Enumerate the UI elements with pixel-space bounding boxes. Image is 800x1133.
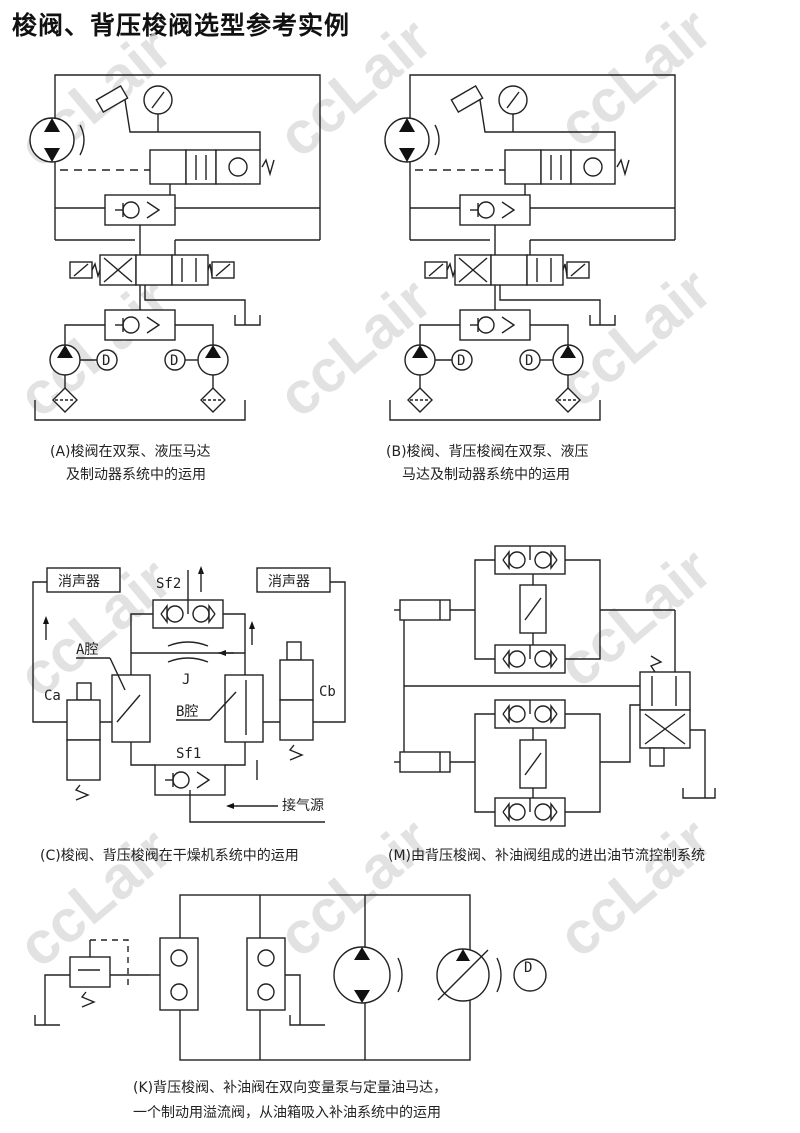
watermark: ccLair [545,0,723,160]
sf1-label: Sf1 [176,746,201,762]
page-title: 梭阀、背压梭阀选型参考实例 [12,11,351,40]
ca-label: Ca [44,688,61,704]
caption-b-line2: 马达及制动器系统中的运用 [402,467,570,483]
caption-b-line1: (B)梭阀、背压梭阀在双泵、液压 [386,443,589,460]
cb-label: Cb [319,684,336,700]
muffler-label-left: 消声器 [58,574,100,590]
motor-d-label: D [525,353,533,369]
diagram-k: D (K)背压梭阀、补油阀在双向变量泵与定量油马达， 一个制动用溢流阀，从油箱吸… [34,894,547,1121]
watermarks: ccLair ccLair ccLair ccLair ccLair ccLai… [5,0,723,980]
watermark: ccLair [265,805,443,970]
diagram-b: D D (B)梭阀、背压梭阀在双泵、液压 马达及制动器系统中的运用 [385,75,675,483]
watermark: ccLair [5,815,183,980]
b-chamber-label: B腔 [176,704,198,720]
caption-k-line2: 一个制动用溢流阀，从油箱吸入补油系统中的运用 [133,1105,441,1121]
motor-d-label: D [102,353,110,369]
sf2-label: Sf2 [156,576,181,592]
watermark: ccLair [5,265,183,430]
caption-c: (C)梭阀、背压梭阀在干燥机系统中的运用 [40,847,299,864]
a-chamber-label: A腔 [76,642,98,658]
diagram-m: (M)由背压梭阀、补油阀组成的进出油节流控制系统 [388,545,716,864]
motor-d-label: D [457,353,465,369]
air-source-label: 接气源 [282,797,324,814]
caption-m: (M)由背压梭阀、补油阀组成的进出油节流控制系统 [388,847,705,864]
caption-a-line2: 及制动器系统中的运用 [66,467,206,483]
caption-k-line1: (K)背压梭阀、补油阀在双向变量泵与定量油马达， [133,1079,447,1096]
diagram-c: 消声器 消声器 Sf2 J A腔 B腔 Ca Cb Sf1 [32,566,346,864]
j-label: J [182,672,190,688]
motor-d-label: D [170,353,178,369]
caption-a-line1: (A)梭阀在双泵、液压马达 [50,443,211,460]
muffler-label-right: 消声器 [268,574,310,590]
diagram-a: D D (A)梭阀在双泵、液压马达 及制动器系统中的运用 [30,75,320,483]
motor-d-label: D [524,960,532,976]
watermark: ccLair [545,805,723,970]
